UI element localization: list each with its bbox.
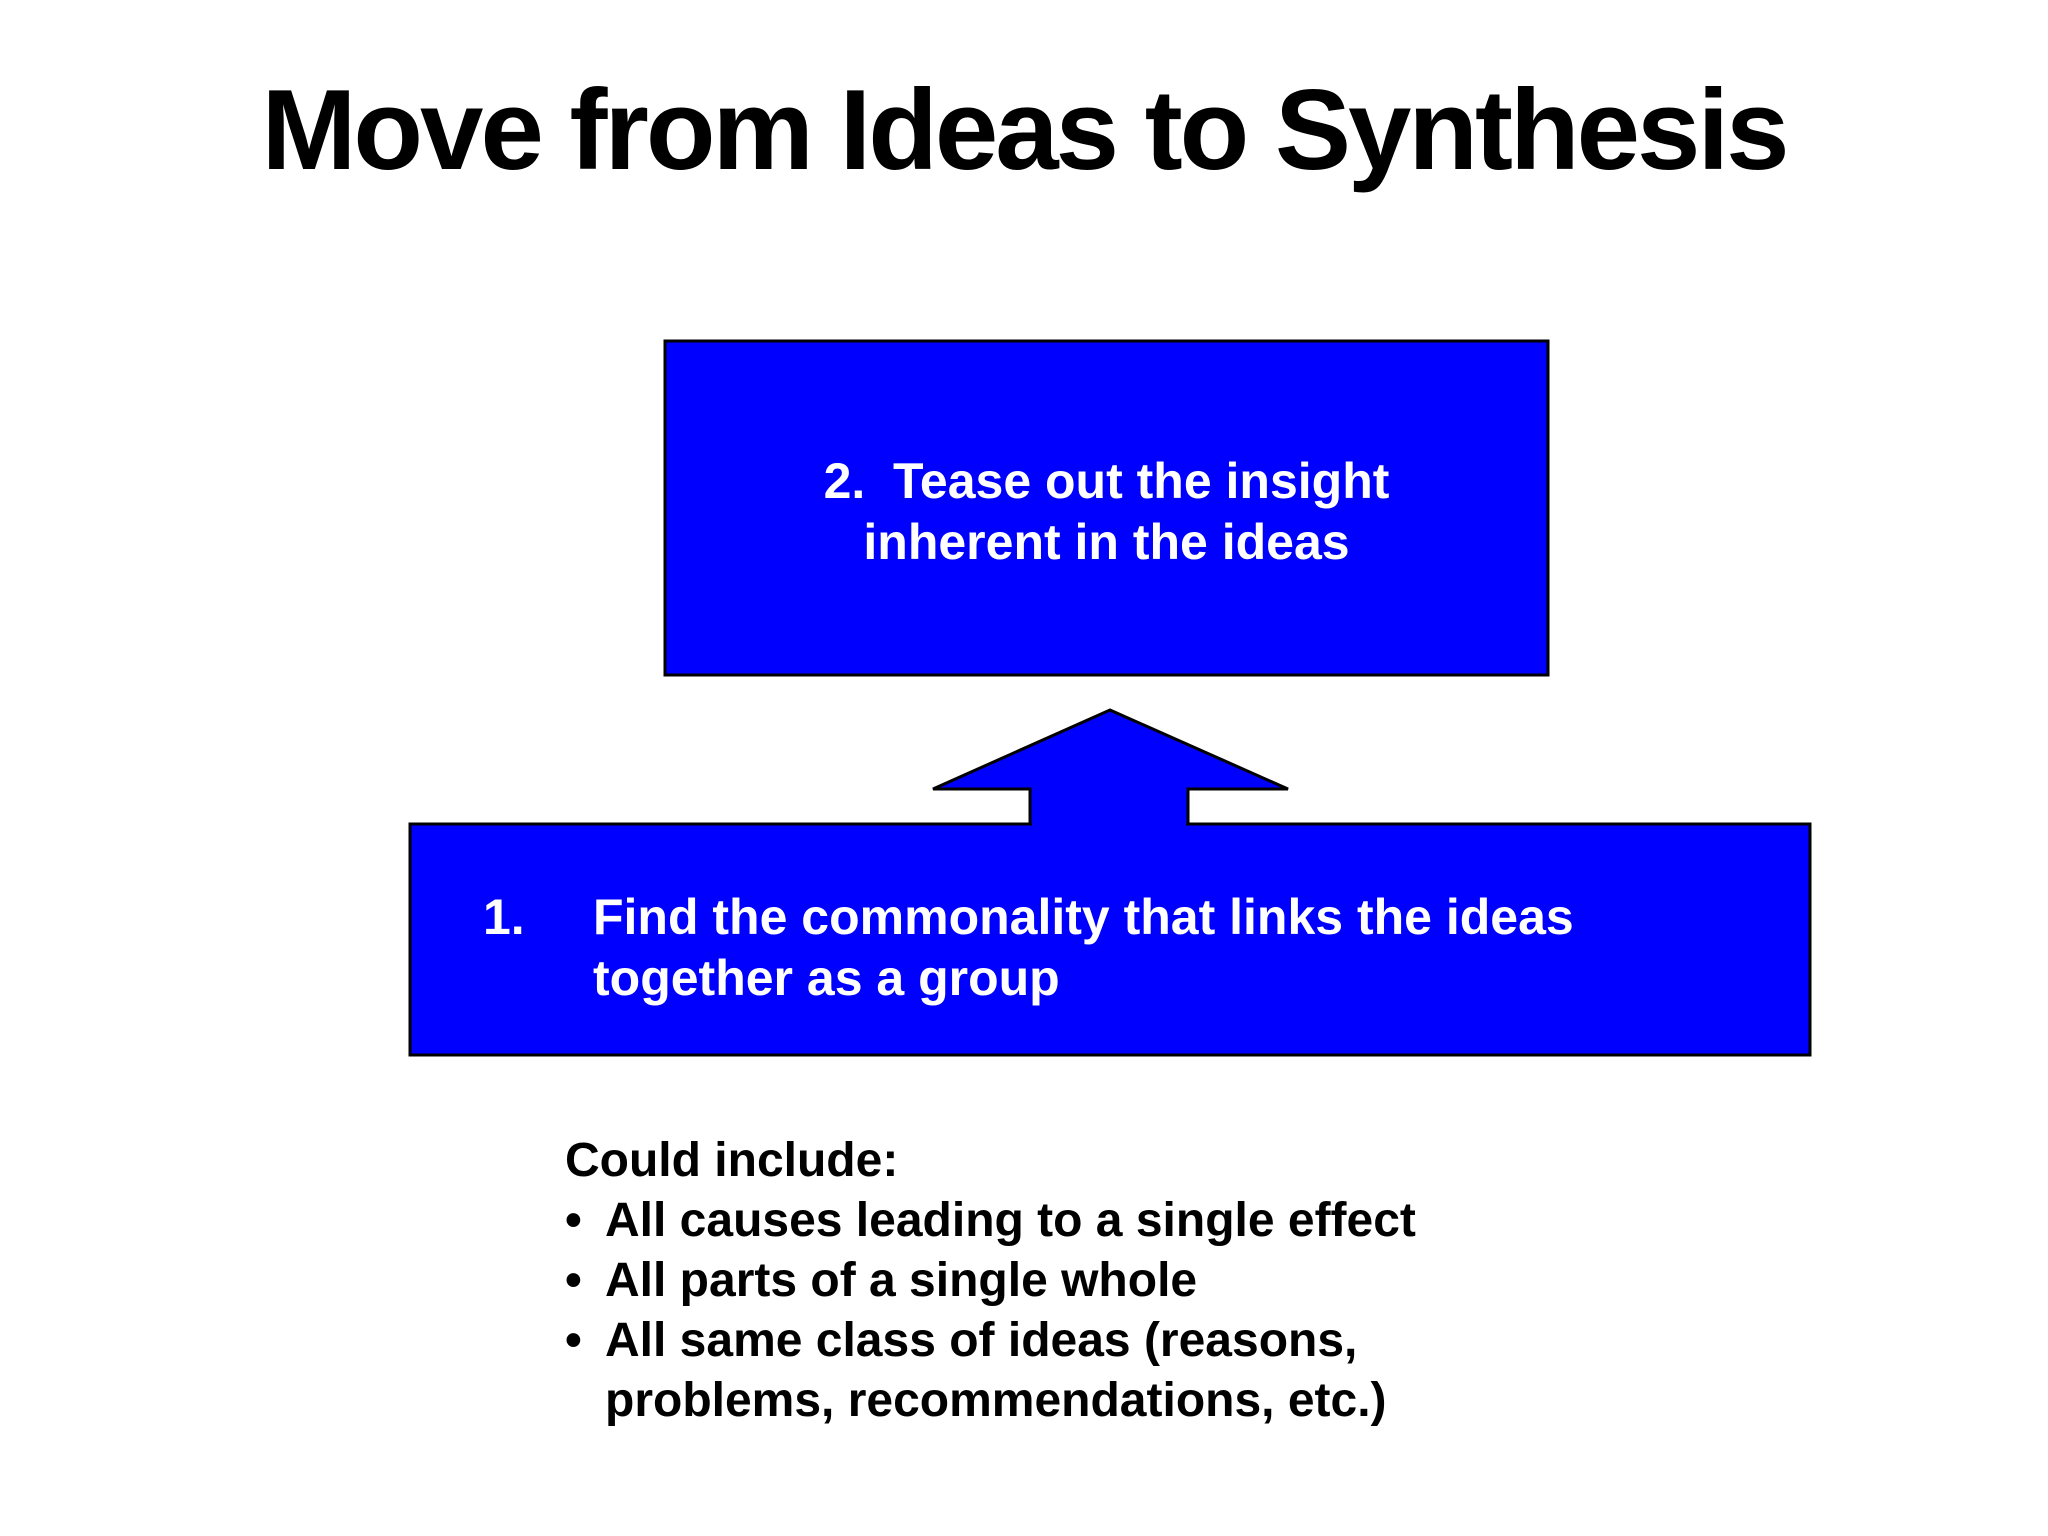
step2-line-1: 2. Tease out the insight bbox=[823, 453, 1390, 509]
step2-box-shape bbox=[663, 339, 1550, 677]
list-item-text: All parts of a single whole bbox=[605, 1251, 1197, 1311]
step1-line-2: together as a group bbox=[593, 950, 1060, 1006]
arrow-box-join-patch bbox=[1032, 820, 1186, 829]
list-item-text: All same class of ideas (reasons, proble… bbox=[605, 1311, 1387, 1431]
list-item-line: All same class of ideas (reasons, bbox=[605, 1314, 1358, 1367]
list-item-line: All causes leading to a single effect bbox=[605, 1194, 1416, 1247]
up-arrow-shape bbox=[932, 708, 1289, 834]
bullet-icon: • bbox=[565, 1314, 582, 1367]
step1-lines: Find the commonality that links the idea… bbox=[593, 887, 1574, 1009]
step1-box-shape bbox=[408, 822, 1812, 1057]
slide-title: Move from Ideas to Synthesis bbox=[261, 67, 1789, 194]
bullet-icon: • bbox=[565, 1194, 582, 1247]
list-item-line: problems, recommendations, etc.) bbox=[605, 1374, 1387, 1427]
step1-line-1: Find the commonality that links the idea… bbox=[593, 889, 1574, 945]
step2-box-text: 2. Tease out the insight inherent in the… bbox=[665, 451, 1548, 573]
bullet-icon: • bbox=[565, 1254, 582, 1307]
list-item: • All same class of ideas (reasons, prob… bbox=[565, 1311, 1416, 1431]
list-item: • All parts of a single whole bbox=[565, 1251, 1416, 1311]
list-item: • All causes leading to a single effect bbox=[565, 1191, 1416, 1251]
step2-line-2: inherent in the ideas bbox=[863, 514, 1350, 570]
list-item-line: All parts of a single whole bbox=[605, 1254, 1198, 1307]
step1-box-text: 1. Find the commonality that links the i… bbox=[483, 887, 1783, 1009]
notes-block: Could include: • All causes leading to a… bbox=[565, 1131, 1416, 1431]
step1-number: 1. bbox=[483, 889, 525, 945]
notes-intro: Could include: bbox=[565, 1134, 899, 1187]
list-item-text: All causes leading to a single effect bbox=[605, 1191, 1416, 1251]
